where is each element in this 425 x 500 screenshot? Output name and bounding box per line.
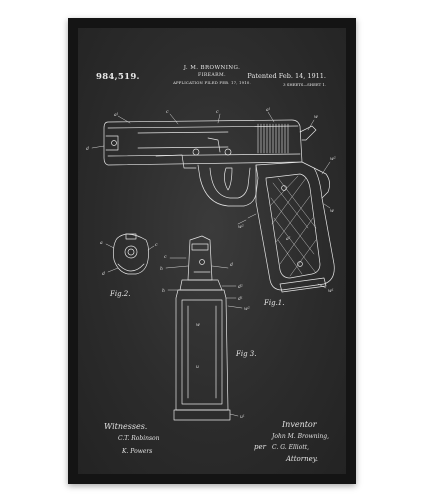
svg-text:c: c (164, 255, 167, 260)
svg-text:w²: w² (330, 156, 336, 162)
witnesses-label: Witnesses. (104, 422, 148, 431)
svg-text:a¹: a¹ (266, 107, 271, 113)
svg-text:d: d (230, 262, 233, 268)
svg-text:h: h (160, 266, 163, 272)
inventor-header: J. M. BROWNING. (183, 65, 241, 71)
svg-text:d²: d² (238, 284, 243, 290)
figure-1-caption: Fig.1. (264, 299, 285, 307)
patent-drawing: a¹ c c a¹ w w² d w a² w² w¹ (86, 107, 336, 421)
svg-text:c: c (166, 110, 169, 115)
svg-text:c: c (216, 110, 219, 115)
patent-number: 984,519. (96, 72, 140, 82)
patent-title: FIREARM. (198, 73, 226, 78)
svg-text:d: d (102, 271, 105, 277)
picture-frame: J. M. BROWNING. FIREARM. APPLICATION FIL… (68, 18, 356, 484)
svg-text:w: w (196, 323, 200, 328)
svg-text:u¹: u¹ (240, 414, 245, 420)
svg-text:w²: w² (244, 306, 250, 312)
svg-text:w¹: w¹ (328, 288, 334, 294)
patent-poster: J. M. BROWNING. FIREARM. APPLICATION FIL… (78, 28, 346, 474)
svg-text:a¹: a¹ (114, 112, 119, 118)
per-label: per (254, 443, 266, 451)
svg-text:u: u (196, 365, 199, 370)
svg-text:h: h (162, 288, 165, 294)
rear-view-drawing: h h c d d² d¹ w² w u u¹ (160, 235, 250, 421)
attorney-signature: C. G. Elliott, (272, 444, 310, 451)
svg-text:w: w (330, 209, 334, 214)
svg-text:w: w (314, 115, 318, 120)
witness-signature-1: C.T. Robinson (118, 435, 160, 442)
patent-date: Patented Feb. 14, 1911. (247, 72, 326, 80)
inventor-label: Inventor (282, 420, 317, 429)
svg-text:w²: w² (238, 224, 244, 230)
application-date: APPLICATION FILED FEB. 17, 1910. (173, 80, 251, 85)
pistol-side-view-drawing: a¹ c c a¹ w w² d w a² w² w¹ (86, 107, 336, 294)
figure-3-caption: Fig 3. (236, 350, 257, 358)
attorney-label: Attorney. (286, 455, 319, 463)
svg-text:a²: a² (286, 236, 291, 242)
figure-2-caption: Fig.2. (110, 290, 131, 298)
svg-text:a: a (100, 241, 103, 246)
sheet-count: 3 SHEETS—SHEET 1. (283, 82, 326, 87)
svg-text:d: d (86, 146, 89, 152)
muzzle-end-view-drawing: a c d (100, 233, 158, 277)
inventor-signature: John M. Browning, (272, 433, 330, 440)
svg-text:d¹: d¹ (238, 296, 243, 302)
witness-signature-2: K. Powers (122, 448, 153, 455)
svg-text:c: c (155, 243, 158, 248)
